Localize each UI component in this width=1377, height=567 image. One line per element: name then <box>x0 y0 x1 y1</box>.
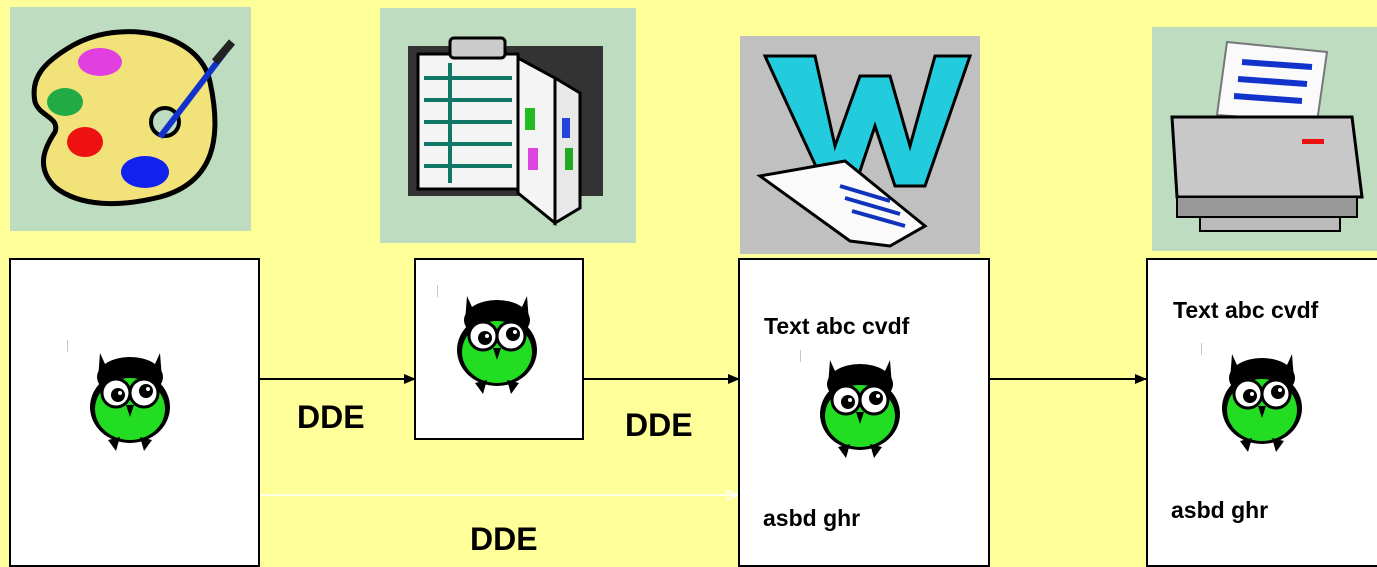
owl-image <box>1212 346 1312 456</box>
paint-palette-icon <box>10 7 251 231</box>
cursor-mark <box>67 340 68 352</box>
doc-top-text: Text abc cvdf <box>764 313 910 339</box>
doc-bottom-text: asbd ghr <box>763 505 861 531</box>
printer-icon <box>1152 27 1377 251</box>
cursor-mark <box>437 285 438 297</box>
owl-image <box>810 352 910 462</box>
cursor-mark <box>1201 343 1202 355</box>
print-bottom-text: asbd ghr <box>1171 497 1269 523</box>
cursor-mark <box>800 350 801 362</box>
dde-label-2: DDE <box>625 407 693 443</box>
dde-label-3: DDE <box>470 521 538 557</box>
owl-image <box>447 288 547 398</box>
word-document-box <box>738 258 990 567</box>
word-document-icon <box>740 36 980 254</box>
print-top-text: Text abc cvdf <box>1173 297 1319 323</box>
clipboard-binder-icon <box>380 8 636 243</box>
owl-image <box>80 345 180 455</box>
dde-label-1: DDE <box>297 399 365 435</box>
